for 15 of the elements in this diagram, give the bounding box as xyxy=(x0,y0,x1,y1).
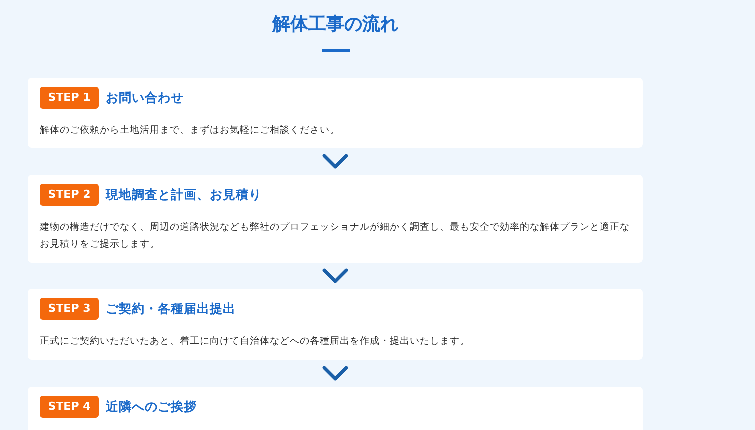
step-heading: お問い合わせ xyxy=(106,89,184,107)
step-description: 正式にご契約いただいたあと、着工に向けて自治体などへの各種届出を作成・提出いたします。 xyxy=(40,335,470,349)
step-badge: STEP 2 xyxy=(40,184,99,206)
step-badge: STEP 4 xyxy=(40,396,99,418)
step-card xyxy=(28,175,643,263)
step-heading: ご契約・各種届出提出 xyxy=(106,300,236,318)
step-badge: STEP 3 xyxy=(40,298,99,320)
step-description: 建物の構造だけでなく、周辺の道路状況なども弊社のプロフェッショナルが細かく調査し、最も安全で効率的な解体プランと適正なお見積りをご提示します。 xyxy=(40,221,631,252)
title: 解体工事の流れ xyxy=(272,13,398,37)
step-card xyxy=(28,289,643,360)
step-badge: STEP 1 xyxy=(40,87,99,109)
step-heading: 近隣へのご挨拶 xyxy=(106,398,197,416)
step-description: 解体のご依頼から土地活用まで、まずはお気軽にご相談ください。 xyxy=(40,124,340,138)
step-heading: 現地調査と計画、お見積り xyxy=(106,186,262,204)
step-card xyxy=(28,78,643,148)
